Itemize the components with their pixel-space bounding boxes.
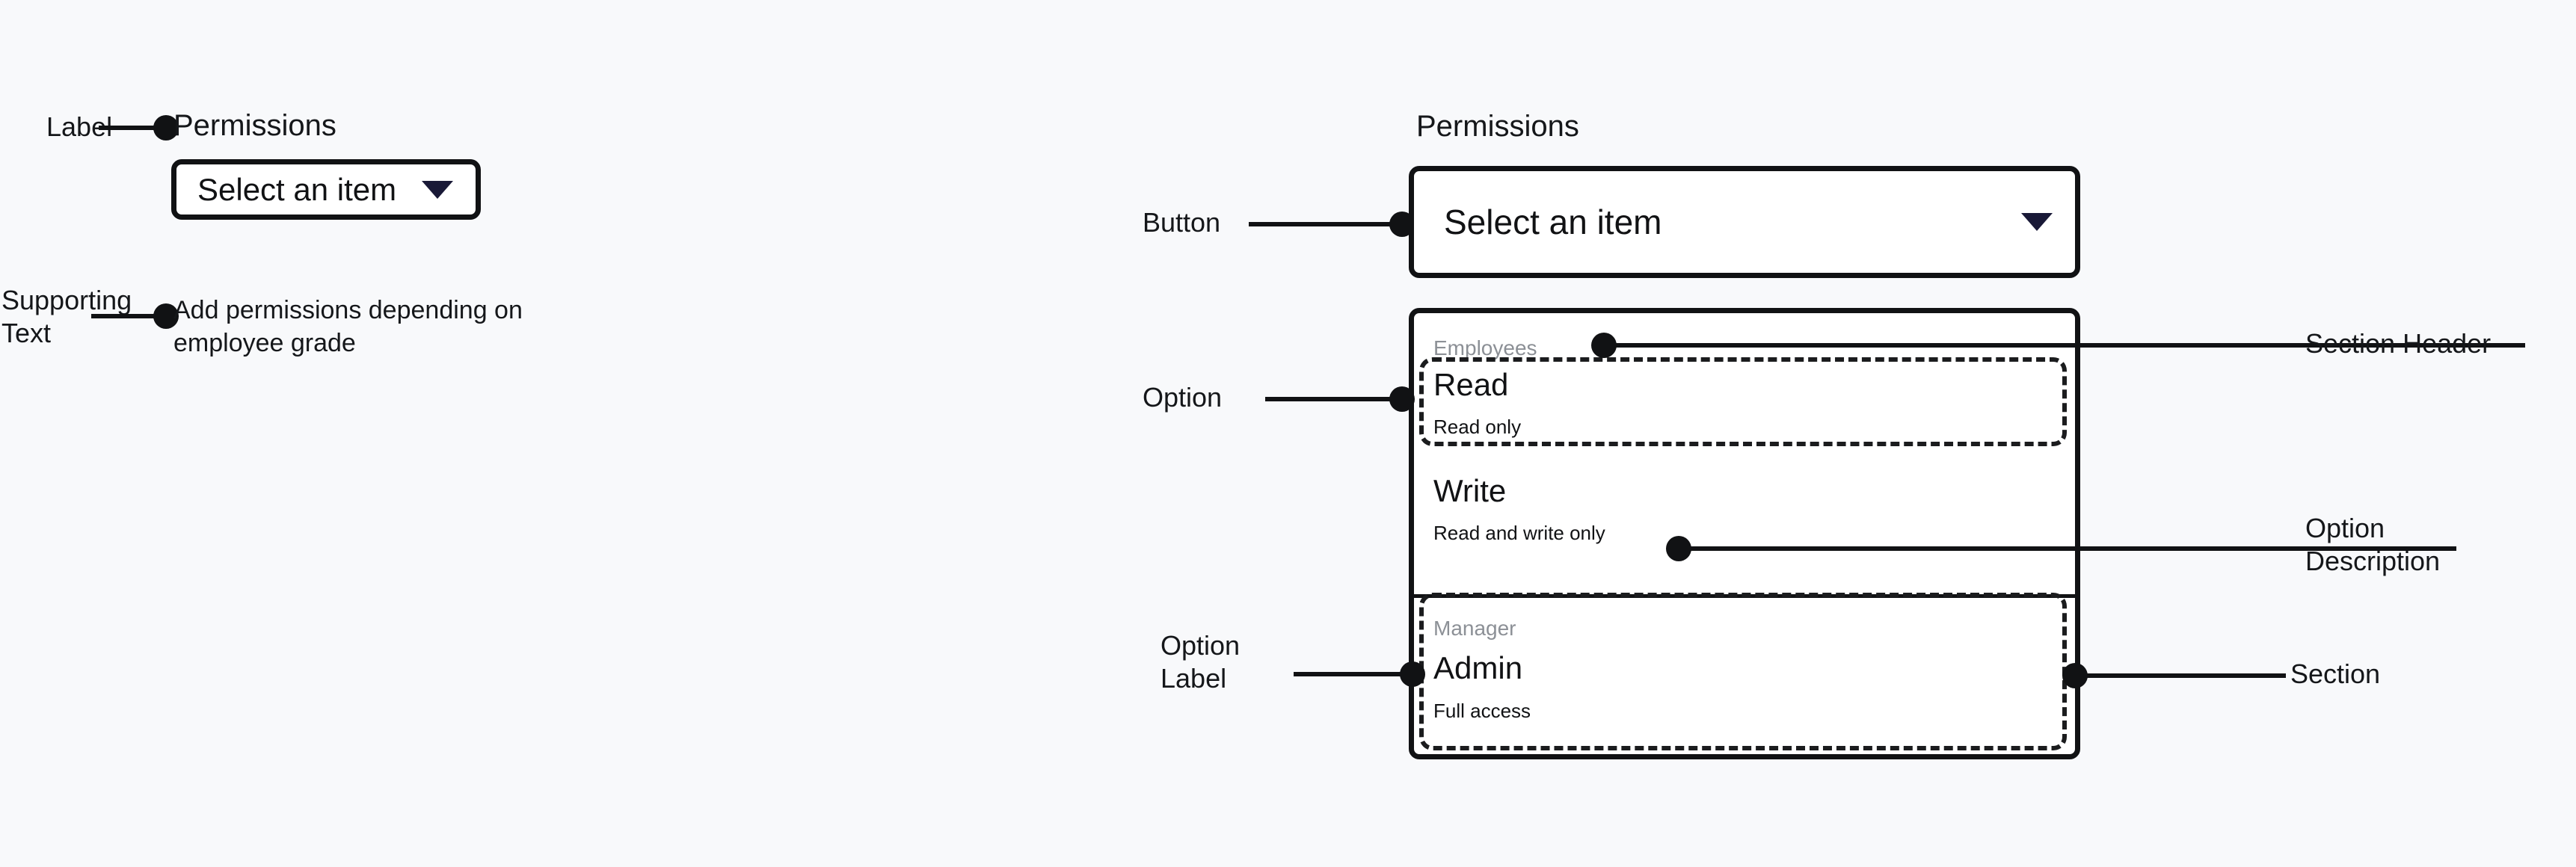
annotation-option-leader-line bbox=[1265, 397, 1404, 401]
annotation-supporting-text: Supporting Text bbox=[1, 285, 132, 348]
permissions-select-value-right: Select an item bbox=[1444, 203, 1662, 241]
annotation-option-label-text: Option Label bbox=[1161, 630, 1241, 694]
annotation-button-text: Button bbox=[1143, 207, 1221, 238]
listbox-section-manager: Manager Admin Full access bbox=[1414, 598, 2075, 754]
permissions-select-button-left[interactable]: Select an item bbox=[171, 159, 481, 220]
annotation-section-header-leader-line bbox=[1608, 343, 2525, 348]
listbox-section-employees: Employees Read Read only Write Read and … bbox=[1414, 313, 2075, 594]
annotation-option-label-leader-line bbox=[1294, 672, 1413, 676]
annotation-section-leader-line bbox=[2079, 673, 2286, 678]
chevron-down-icon bbox=[422, 180, 453, 199]
option-label-admin: Admin bbox=[1433, 650, 1523, 685]
annotation-section-text: Section bbox=[2290, 658, 2381, 689]
section-header-manager: Manager bbox=[1433, 617, 1516, 640]
permissions-select-value-left: Select an item bbox=[197, 171, 397, 207]
option-description-admin: Full access bbox=[1433, 700, 1531, 722]
permissions-listbox[interactable]: Employees Read Read only Write Read and … bbox=[1409, 308, 2080, 759]
option-description-write: Read and write only bbox=[1433, 522, 1605, 544]
annotation-label-dot bbox=[153, 115, 179, 141]
annotation-option-description-leader-line bbox=[1682, 546, 2456, 551]
option-description-read: Read only bbox=[1433, 416, 1522, 438]
permissions-supporting-text: Add permissions depending on employee gr… bbox=[173, 296, 523, 358]
annotation-button-leader-line bbox=[1249, 222, 1403, 226]
permissions-select-button-right[interactable]: Select an item bbox=[1409, 166, 2080, 278]
permissions-header-right: Permissions bbox=[1416, 110, 1579, 143]
annotation-option-description-text: Option Description bbox=[2305, 513, 2441, 576]
annotation-option-text: Option bbox=[1143, 382, 1223, 413]
annotation-supporting-leader-line bbox=[91, 314, 167, 318]
chevron-down-icon bbox=[2021, 213, 2053, 231]
option-label-read: Read bbox=[1433, 367, 1509, 402]
annotation-option-dot bbox=[1389, 386, 1415, 412]
permissions-field-label: Permissions bbox=[173, 109, 336, 142]
section-header-employees: Employees bbox=[1433, 336, 1537, 360]
annotation-label-leader-line bbox=[99, 126, 167, 130]
annotation-option-label-dot bbox=[1400, 661, 1425, 687]
option-label-write: Write bbox=[1433, 473, 1507, 508]
annotation-section-header-text: Section Header bbox=[2305, 328, 2492, 359]
annotation-supporting-dot bbox=[153, 303, 179, 329]
